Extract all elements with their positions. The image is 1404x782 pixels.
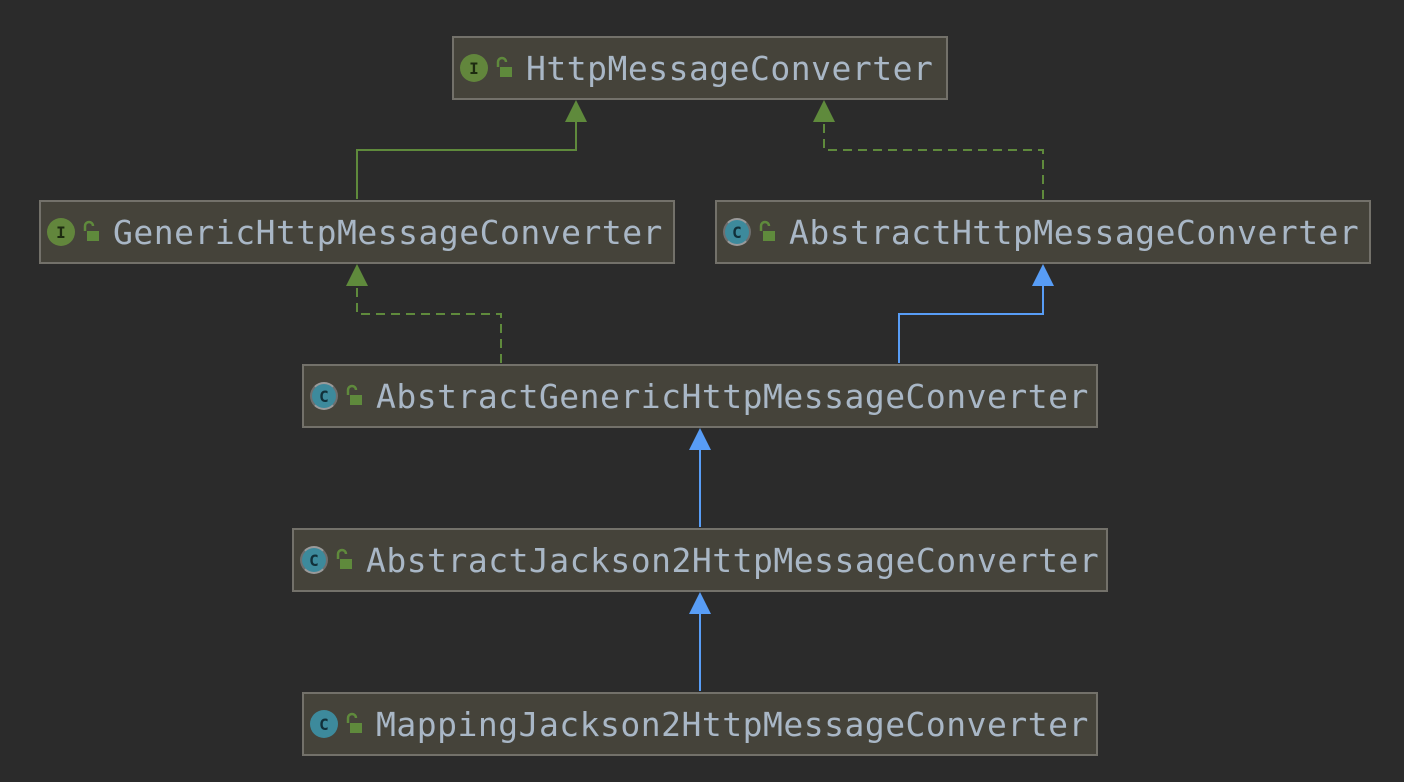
node-label: HttpMessageConverter [526,48,934,88]
public-lock-icon [496,56,512,77]
public-lock-icon [336,548,352,569]
abstract-class-icon: C [300,546,328,574]
node-mapping-jackson2-http-message-converter[interactable]: C MappingJackson2HttpMessageConverter [302,692,1098,756]
abstract-class-icon: C [310,382,338,410]
class-icon: C [310,710,338,738]
public-lock-icon [83,220,99,241]
node-label: AbstractJackson2HttpMessageConverter [366,540,1100,580]
edge-arrowhead [689,428,711,450]
edge-extends-line [898,286,1044,363]
edge-arrowhead [1032,264,1054,286]
public-lock-icon [346,384,362,405]
node-generic-http-message-converter[interactable]: I GenericHttpMessageConverter [39,200,675,264]
edge-implements-line [356,286,502,363]
edge-extends-interface-line [356,122,577,199]
node-abstract-generic-http-message-converter[interactable]: C AbstractGenericHttpMessageConverter [302,364,1098,428]
node-label: AbstractHttpMessageConverter [789,212,1360,252]
edge-arrowhead [689,592,711,614]
edge-arrowhead [813,100,835,122]
node-abstract-jackson2-http-message-converter[interactable]: C AbstractJackson2HttpMessageConverter [292,528,1108,592]
public-lock-icon [346,712,362,733]
edge-arrowhead [565,100,587,122]
edge-arrowhead [346,264,368,286]
node-label: GenericHttpMessageConverter [113,212,663,252]
node-label: AbstractGenericHttpMessageConverter [376,376,1089,416]
interface-icon: I [47,218,75,246]
interface-icon: I [460,54,488,82]
node-http-message-converter[interactable]: I HttpMessageConverter [452,36,948,100]
node-label: MappingJackson2HttpMessageConverter [376,704,1089,744]
abstract-class-icon: C [723,218,751,246]
public-lock-icon [759,220,775,241]
node-abstract-http-message-converter[interactable]: C AbstractHttpMessageConverter [715,200,1371,264]
edge-implements-line [823,122,1044,199]
